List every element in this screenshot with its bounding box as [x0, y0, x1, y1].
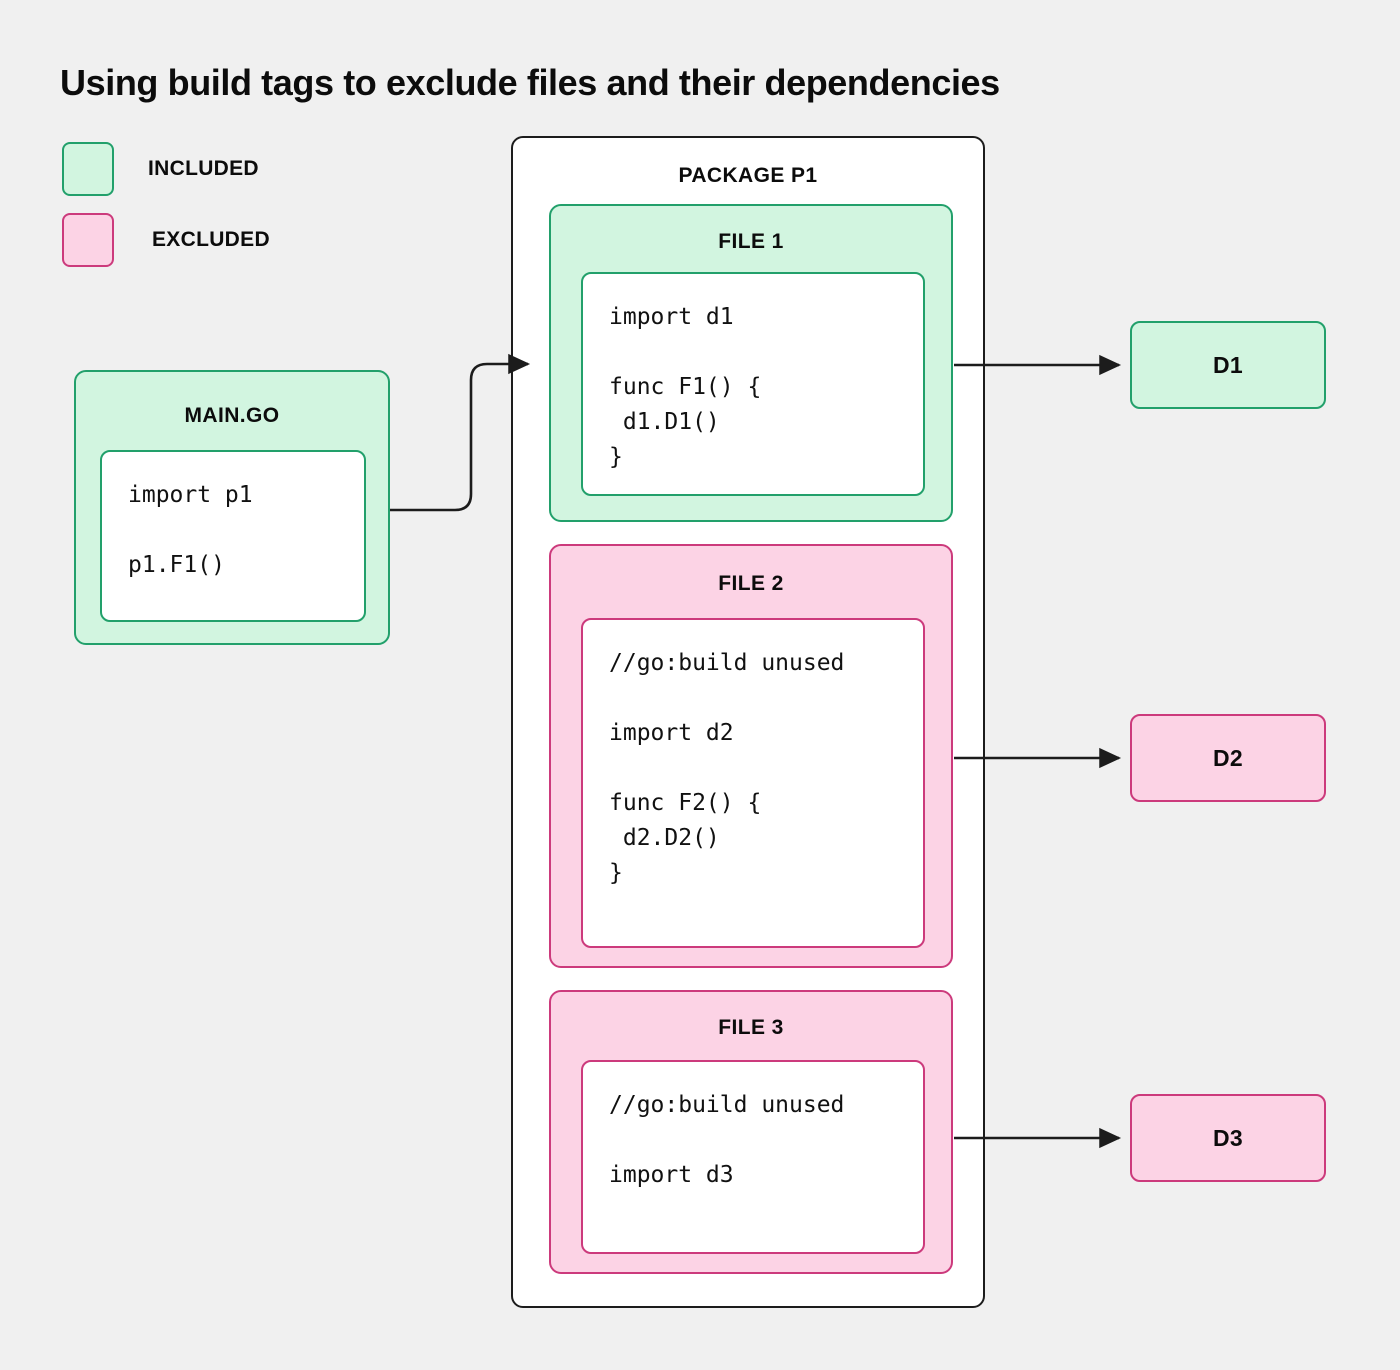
- node-dependency-d1: D1: [1130, 321, 1326, 409]
- code-text-file-1: import d1 func F1() { d1.D1() }: [609, 304, 762, 470]
- node-package-p1: PACKAGE P1 FILE 1 import d1 func F1() { …: [511, 136, 985, 1308]
- edge-main-go-to-file-1: [390, 353, 531, 512]
- code-panel-main-go: import p1 p1.F1(): [100, 450, 366, 622]
- code-panel-file-2: //go:build unused import d2 func F2() { …: [581, 618, 925, 948]
- code-text-main-go: import p1 p1.F1(): [128, 482, 253, 578]
- code-text-file-3: //go:build unused import d3: [609, 1092, 845, 1188]
- node-main-go-title: MAIN.GO: [184, 404, 280, 427]
- legend-label-excluded: EXCLUDED: [152, 228, 270, 251]
- node-file-3-title: FILE 3: [718, 1016, 784, 1039]
- node-file-1: FILE 1 import d1 func F1() { d1.D1() }: [549, 204, 953, 522]
- node-dependency-d3: D3: [1130, 1094, 1326, 1182]
- node-package-p1-title: PACKAGE P1: [678, 164, 818, 187]
- code-text-file-2: //go:build unused import d2 func F2() { …: [609, 650, 845, 886]
- page-title: Using build tags to exclude files and th…: [60, 62, 1000, 103]
- node-file-2: FILE 2 //go:build unused import d2 func …: [549, 544, 953, 968]
- node-file-3: FILE 3 //go:build unused import d3: [549, 990, 953, 1274]
- legend-swatch-included-icon: [62, 142, 114, 196]
- node-file-1-title: FILE 1: [718, 230, 784, 253]
- node-dependency-d2: D2: [1130, 714, 1326, 802]
- code-panel-file-3: //go:build unused import d3: [581, 1060, 925, 1254]
- legend-label-included: INCLUDED: [148, 157, 259, 180]
- node-file-2-title: FILE 2: [718, 572, 784, 595]
- legend-item-included: INCLUDED: [62, 142, 259, 196]
- legend-item-excluded: EXCLUDED: [62, 213, 270, 267]
- node-main-go: MAIN.GO import p1 p1.F1(): [74, 370, 390, 645]
- legend-swatch-excluded-icon: [62, 213, 114, 267]
- code-panel-file-1: import d1 func F1() { d1.D1() }: [581, 272, 925, 496]
